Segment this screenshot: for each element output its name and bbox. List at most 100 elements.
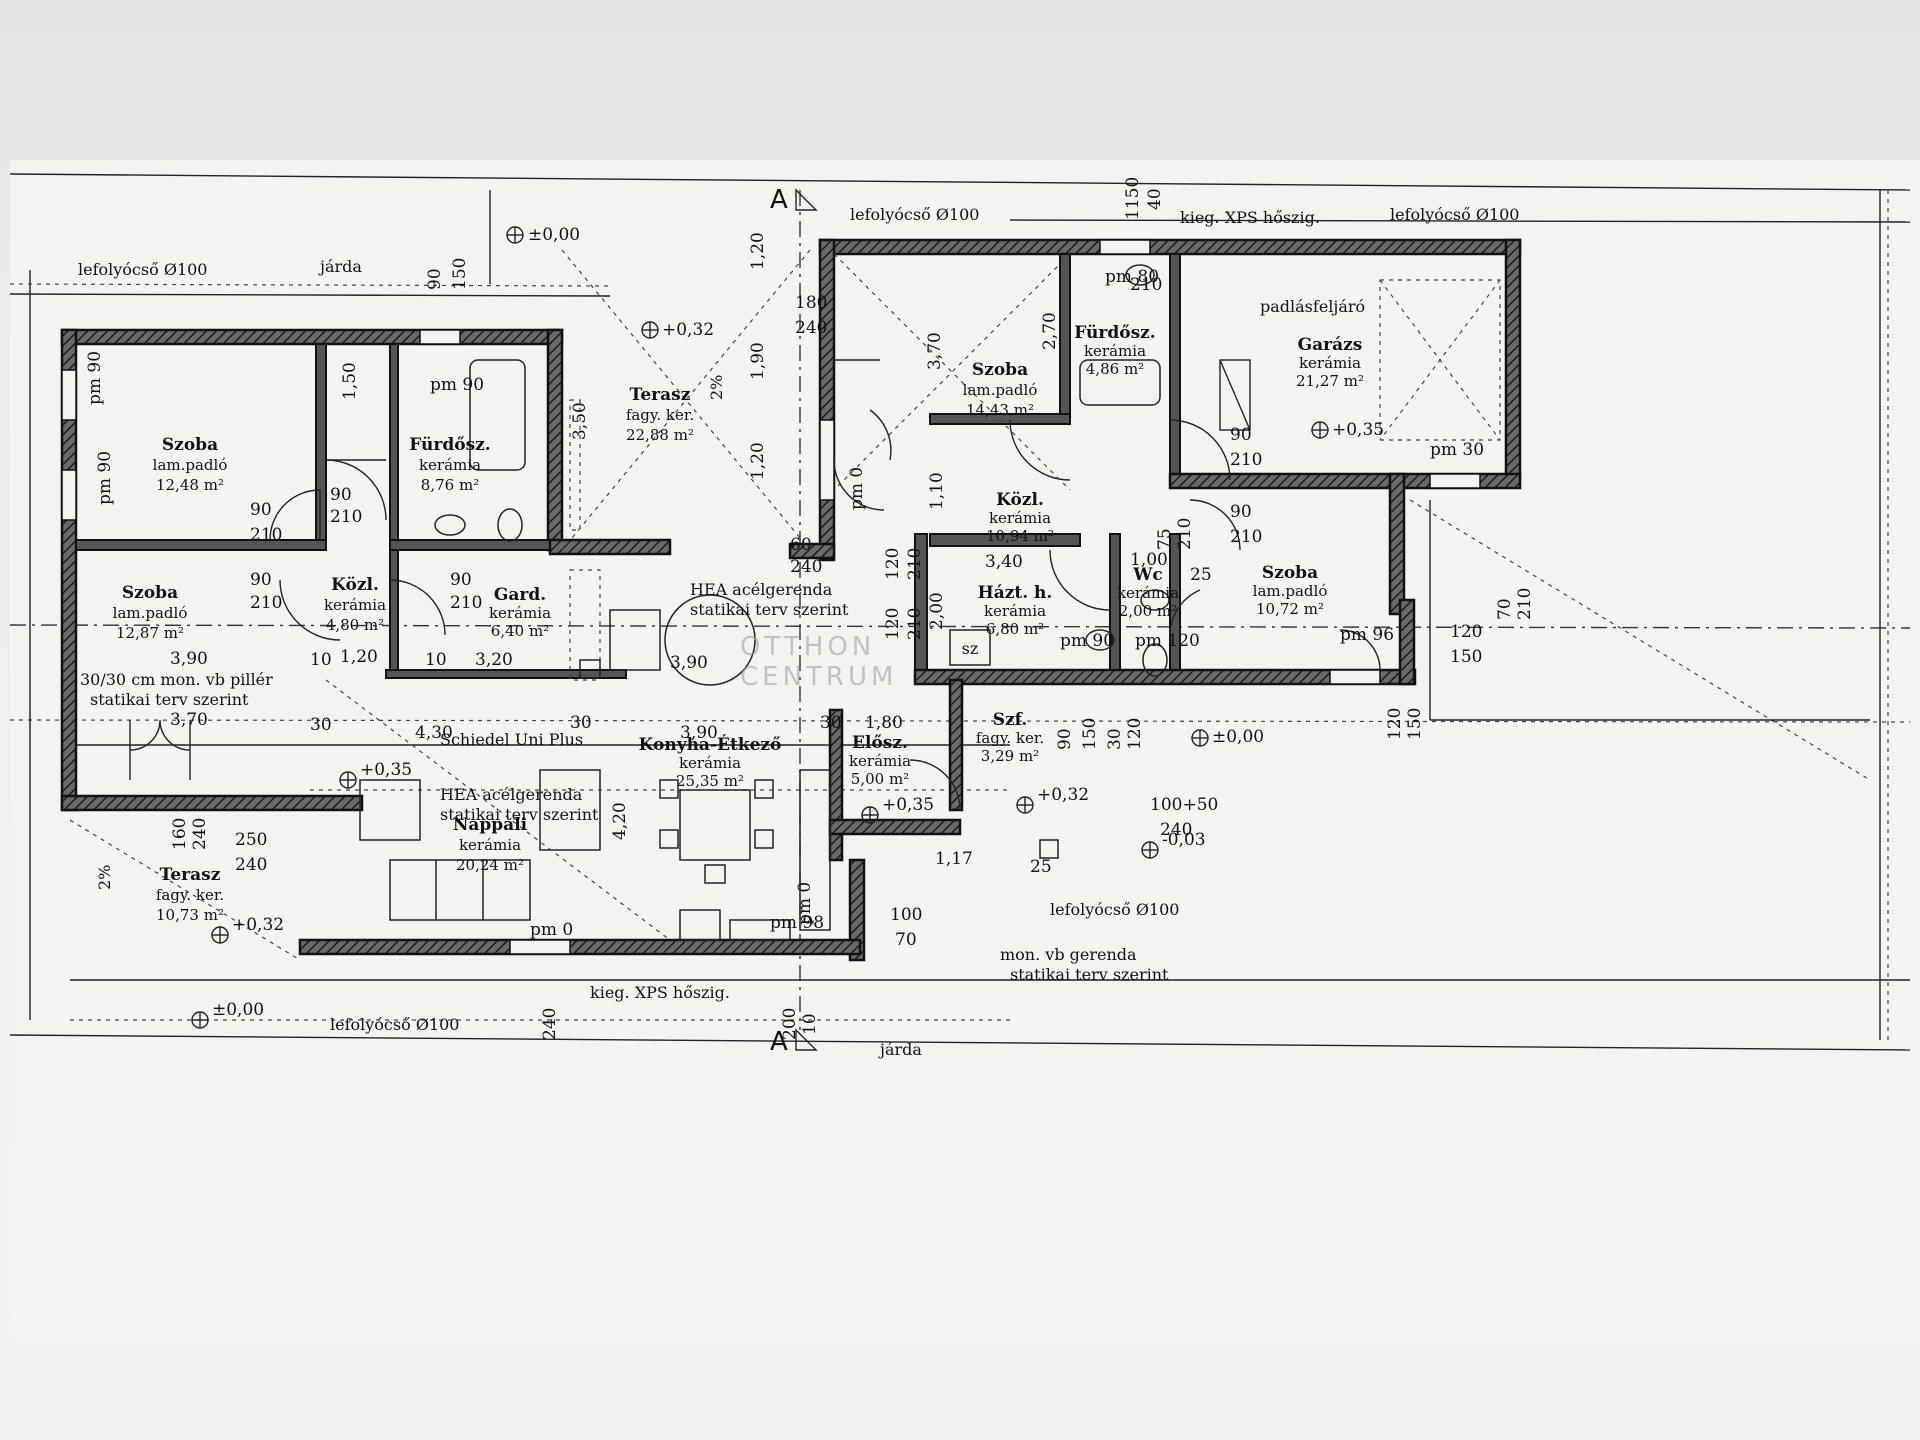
svg-text:210: 210 <box>1515 588 1535 620</box>
svg-text:pm 90: pm 90 <box>1060 631 1114 651</box>
svg-text:Fürdősz.: Fürdősz. <box>1074 323 1155 343</box>
svg-text:2,70: 2,70 <box>1040 312 1060 350</box>
level-texts: ±0,00 +0,32 +0,35 ±0,00 +0,35 +0,32 ±0,0… <box>212 225 1384 1020</box>
svg-text:90: 90 <box>250 570 272 590</box>
chimney-note: Schiedel Uni Plus <box>440 730 583 749</box>
svg-text:kerámia: kerámia <box>849 752 911 770</box>
xps-note-bottom: kieg. XPS hőszig. <box>590 983 730 1002</box>
svg-text:lam.padló: lam.padló <box>113 604 188 622</box>
drain-note-top-left: lefolyócső Ø100 <box>78 260 207 279</box>
beam-note-b: statikai terv szerint <box>1010 965 1169 984</box>
svg-text:25: 25 <box>1030 857 1052 877</box>
svg-text:Gard.: Gard. <box>494 585 546 605</box>
svg-text:210: 210 <box>250 593 282 613</box>
svg-text:kerámia: kerámia <box>489 604 551 622</box>
svg-text:Közl.: Közl. <box>331 575 379 595</box>
sink-left <box>434 514 466 536</box>
slope-terrace-1: 2% <box>707 375 726 400</box>
watermark-line-2: CENTRUM <box>740 662 897 692</box>
svg-text:fagy. ker.: fagy. ker. <box>976 729 1044 747</box>
svg-text:70: 70 <box>895 930 917 950</box>
xps-note-top: kieg. XPS hőszig. <box>1180 208 1320 227</box>
svg-text:pm 30: pm 30 <box>1430 440 1484 460</box>
svg-text:1,90: 1,90 <box>748 342 768 380</box>
svg-text:kerámia: kerámia <box>984 602 1046 620</box>
svg-text:210: 210 <box>1230 527 1262 547</box>
section-line-a: A A <box>770 185 818 1057</box>
svg-text:pm 120: pm 120 <box>1135 631 1200 651</box>
svg-text:240: 240 <box>795 318 827 338</box>
svg-text:240: 240 <box>790 557 822 577</box>
svg-text:12,87 m²: 12,87 m² <box>116 624 184 642</box>
svg-text:210: 210 <box>905 608 925 640</box>
svg-text:Szf.: Szf. <box>993 710 1028 730</box>
svg-text:1,17: 1,17 <box>935 849 973 869</box>
svg-text:Szoba: Szoba <box>162 435 218 455</box>
svg-text:150: 150 <box>1405 708 1425 740</box>
beam-note-a: mon. vb gerenda <box>1000 945 1137 964</box>
svg-text:6,40 m²: 6,40 m² <box>491 622 549 640</box>
svg-text:3,70: 3,70 <box>170 710 208 730</box>
fixtures: sz <box>359 264 1501 941</box>
svg-text:210: 210 <box>1175 518 1195 550</box>
svg-text:100: 100 <box>890 905 922 925</box>
svg-text:pm 90: pm 90 <box>95 451 115 505</box>
svg-text:160: 160 <box>170 818 190 850</box>
svg-text:kerámia: kerámia <box>989 509 1051 527</box>
sheet-border <box>10 173 1910 1051</box>
svg-text:pm 98: pm 98 <box>770 913 824 933</box>
hea-note-2a: HEA acélgerenda <box>440 785 583 804</box>
svg-text:4,20: 4,20 <box>610 802 630 840</box>
svg-text:22,88 m²: 22,88 m² <box>626 426 694 444</box>
pillar-note-b: statikai terv szerint <box>90 690 249 709</box>
svg-text:60: 60 <box>790 535 812 555</box>
svg-text:-0,03: -0,03 <box>1162 830 1206 850</box>
svg-text:Wc: Wc <box>1132 565 1162 585</box>
svg-text:Fürdősz.: Fürdősz. <box>409 435 490 455</box>
svg-text:+0,32: +0,32 <box>232 915 284 935</box>
svg-text:2,00: 2,00 <box>927 592 947 630</box>
svg-text:25,35 m²: 25,35 m² <box>676 772 744 790</box>
svg-text:1,00: 1,00 <box>1130 550 1168 570</box>
svg-text:Házt. h.: Házt. h. <box>978 583 1053 603</box>
svg-text:pm 96: pm 96 <box>1340 625 1394 645</box>
svg-text:4,86 m²: 4,86 m² <box>1086 360 1144 378</box>
svg-text:200: 200 <box>780 1008 800 1040</box>
svg-text:Szoba: Szoba <box>122 583 178 603</box>
svg-text:Konyha-Étkező: Konyha-Étkező <box>639 734 782 755</box>
svg-text:10,73 m²: 10,73 m² <box>156 906 224 924</box>
sink-right <box>1125 264 1155 286</box>
svg-text:±0,00: ±0,00 <box>212 1000 264 1020</box>
svg-text:75: 75 <box>1155 528 1175 550</box>
svg-text:pm 0: pm 0 <box>795 882 815 925</box>
sidewalk-note-bottom: járda <box>878 1040 922 1059</box>
svg-text:Szoba: Szoba <box>972 360 1028 380</box>
svg-text:210: 210 <box>450 593 482 613</box>
svg-text:Terasz: Terasz <box>630 385 691 405</box>
svg-text:40: 40 <box>1145 188 1165 210</box>
svg-text:+0,35: +0,35 <box>882 795 934 815</box>
svg-text:180: 180 <box>795 293 827 313</box>
svg-text:pm 0: pm 0 <box>530 920 573 940</box>
svg-text:lam.padló: lam.padló <box>963 381 1038 399</box>
axis-lines <box>10 624 1910 1021</box>
svg-text:fagy. ker.: fagy. ker. <box>156 886 224 904</box>
svg-text:Elősz.: Elősz. <box>852 733 908 753</box>
svg-text:±0,00: ±0,00 <box>1212 727 1264 747</box>
svg-text:10,94 m²: 10,94 m² <box>986 527 1054 545</box>
svg-text:120: 120 <box>883 608 903 640</box>
svg-text:8,76 m²: 8,76 m² <box>421 476 479 494</box>
svg-text:240: 240 <box>1160 820 1192 840</box>
level-markers <box>191 226 1329 1029</box>
svg-text:90: 90 <box>330 485 352 505</box>
svg-text:12,48 m²: 12,48 m² <box>156 476 224 494</box>
